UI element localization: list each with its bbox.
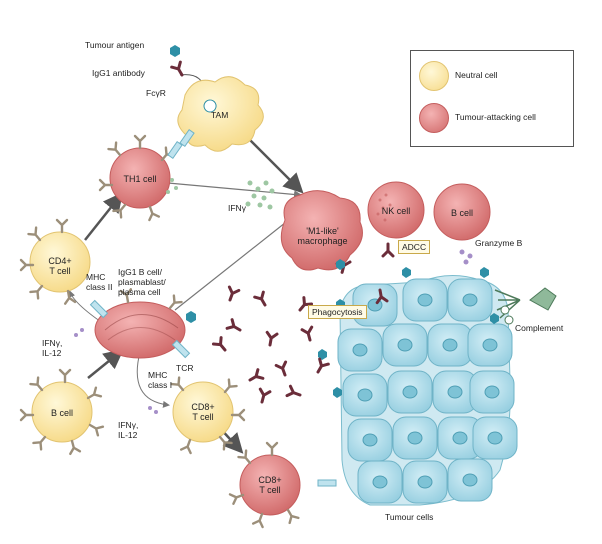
granzyme-dots [74, 249, 473, 414]
cd8-t-cell-bottom [239, 454, 301, 516]
ifn-left-line2: IL-12 [42, 348, 62, 358]
cd4-t-cell-label: CD4+ T cell [35, 256, 85, 276]
fcgr-label: FcγR [146, 88, 166, 98]
b-cell-right-label: B cell [450, 208, 473, 218]
free-antibody [285, 384, 304, 402]
tcr-label: TCR [176, 363, 194, 373]
igg1-bcell-line1: IgG1 B cell/ [118, 267, 162, 277]
cd8-bottom-line1: CD8+ [258, 475, 282, 485]
legend: Neutral cell Tumour-attacking cell [410, 50, 574, 147]
legend-neutral-label: Neutral cell [455, 70, 498, 80]
igg1-antibody-label: IgG1 antibody [92, 68, 145, 78]
free-antibody [274, 360, 292, 379]
cd8-bottom-line2: T cell [259, 485, 281, 495]
b-cell-left-label: B cell [50, 408, 73, 418]
tumour-cell-nucleus [482, 338, 498, 352]
igg1-b-cell-label: IgG1 B cell/ plasmablast/ plasma cell [118, 267, 166, 297]
nk-cell-label: NK cell [381, 206, 411, 216]
tumour-cell-nucleus [484, 385, 500, 399]
legend-attacking-label: Tumour-attacking cell [455, 112, 536, 122]
mhc2-line1: MHC [86, 272, 106, 282]
tumour-cell-nucleus [417, 475, 433, 489]
tumour-mass [337, 275, 518, 506]
free-antibody [300, 325, 317, 343]
arrow-bcell-to-plasma [87, 348, 124, 379]
m1-label-line2: macrophage [297, 236, 348, 246]
legend-neutral-swatch [419, 61, 449, 91]
cd8-top-line2: T cell [192, 412, 214, 422]
free-antibody [246, 368, 265, 386]
tumour-cell-nucleus [362, 433, 378, 447]
tumour-antigen-label: Tumour antigen [85, 40, 145, 50]
b-cell-right [433, 183, 491, 241]
igg1-bcell-line3: plasma cell [118, 287, 161, 297]
ifn-bottom-line2: IL-12 [118, 430, 138, 440]
tumour-cell-nucleus [452, 431, 468, 445]
mhc1-line1: MHC [148, 370, 168, 380]
legend-item-attacking: Tumour-attacking cell [419, 103, 569, 133]
m1-macrophage [280, 190, 363, 271]
igg1-bcell-line2: plasmablast/ [118, 277, 166, 287]
free-antibody [263, 330, 279, 348]
free-antibody [253, 290, 271, 309]
ifn-il12-left-label: IFNγ, IL-12 [42, 338, 62, 358]
tumour-cells-label: Tumour cells [385, 512, 434, 522]
legend-item-neutral: Neutral cell [419, 61, 569, 91]
arrow-cd4-to-th1 [84, 192, 124, 241]
phagocytosis-label: Phagocytosis [308, 305, 367, 319]
free-antibody [223, 285, 241, 304]
arrow-th1-to-macrophage [167, 182, 303, 199]
synapses [89, 99, 337, 487]
tumour-cell-nucleus [397, 338, 413, 352]
tumour-cell-nucleus [352, 343, 368, 357]
ifn-gamma-top-label: IFNγ [228, 203, 246, 213]
cytokines [166, 178, 275, 210]
ifn-il12-bottom-label: IFNγ, IL-12 [118, 420, 138, 440]
tumour-cell-nucleus [462, 293, 478, 307]
mhc-class1-label: MHC class I [148, 370, 172, 390]
tumour-cell-nucleus [462, 473, 478, 487]
ifn-bottom-line1: IFNγ, [118, 420, 139, 430]
arrow-bcell-to-macrophage [174, 213, 297, 311]
m1-label-line1: 'M1-like' [306, 226, 339, 236]
tumour-cell-nucleus [417, 293, 433, 307]
nk-cell [367, 181, 425, 239]
m1-macrophage-label: 'M1-like' macrophage [285, 226, 360, 246]
tumour-cell-nucleus [487, 431, 503, 445]
legend-attacking-swatch [419, 103, 449, 133]
cd4-label-line1: CD4+ [48, 256, 72, 266]
tumour-cell-nucleus [372, 475, 388, 489]
tumour-cell-nucleus [402, 385, 418, 399]
granzyme-b-label: Granzyme B [475, 238, 523, 248]
arrow-ifn-to-cd8 [136, 351, 170, 408]
ifn-left-line1: IFNγ, [42, 338, 63, 348]
cd8-bottom-label: CD8+ T cell [245, 475, 295, 495]
th1-cell-label: TH1 cell [123, 174, 157, 184]
mhc-class2-label: MHC class II [86, 272, 112, 292]
cd4-label-line2: T cell [49, 266, 71, 276]
cd8-t-cell-top [172, 381, 234, 443]
complement-label: Complement [515, 323, 564, 333]
complement-complex [494, 287, 557, 325]
free-antibody [312, 357, 330, 376]
cd4-t-cell [29, 231, 91, 293]
tam-label: TAM [211, 110, 229, 120]
cd8-top-line1: CD8+ [191, 402, 215, 412]
mhc1-line2: class I [148, 380, 173, 390]
free-antibody [255, 387, 272, 405]
mhc2-line2: class II [86, 282, 113, 292]
free-antibody [211, 336, 231, 355]
tumour-cell-nucleus [357, 388, 373, 402]
adcc-label: ADCC [398, 240, 431, 254]
tumour-cell-nucleus [442, 338, 458, 352]
tumour-cell-nucleus [407, 431, 423, 445]
free-antibody [225, 318, 244, 336]
b-cell-left [31, 381, 93, 443]
tumour-cell-nucleus [447, 385, 463, 399]
igg1-b-cell [94, 301, 186, 359]
cd8-top-label: CD8+ T cell [178, 402, 228, 422]
